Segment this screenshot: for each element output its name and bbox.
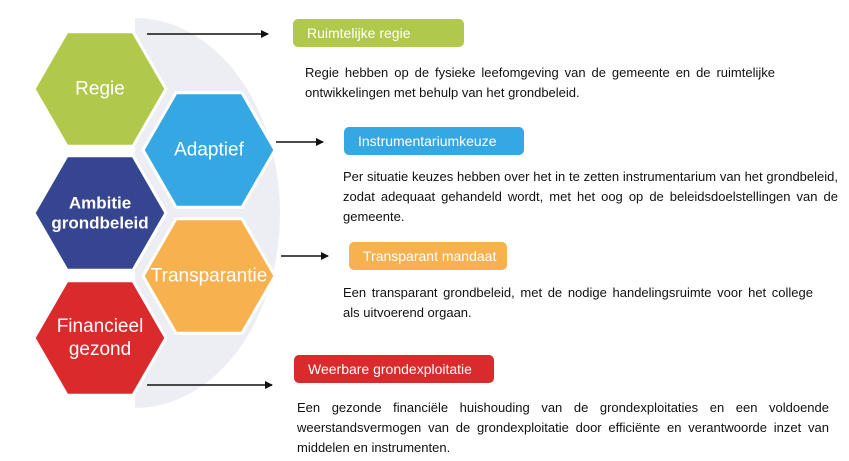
label-instrumentariumkeuze: Instrumentariumkeuze bbox=[344, 127, 524, 155]
hexagon-regie bbox=[32, 30, 168, 148]
description-ruimtelijke-regie: Regie hebben op de fysieke leefomgeving … bbox=[305, 65, 775, 100]
description-instrumentariumkeuze: Per situatie keuzes hebben over het in t… bbox=[343, 169, 838, 224]
hexagon-transparantie bbox=[141, 217, 277, 335]
hexagon-label-ambitie-grondbeleid: Ambitie bbox=[69, 193, 131, 212]
arrow-group bbox=[147, 30, 329, 389]
label-ruimtelijke-regie: Ruimtelijke regie bbox=[293, 19, 464, 47]
hexagon-adaptief bbox=[141, 91, 277, 209]
hexagon-label-adaptief: Adaptief bbox=[174, 140, 244, 161]
hexagon-label-financieel-gezond: Financieel bbox=[57, 316, 144, 337]
hexagon-ambitie-grondbeleid bbox=[32, 154, 168, 272]
hexagon-label-transparantie: Transparantie bbox=[151, 266, 268, 287]
description-weerbare-grondexploitatie: Een gezonde financiële huishouding van d… bbox=[297, 400, 829, 455]
hexagon-label-regie: Regie bbox=[75, 79, 125, 100]
hexagon-label-ambitie-grondbeleid: grondbeleid bbox=[51, 214, 148, 233]
label-transparant-mandaat: Transparant mandaat bbox=[349, 242, 507, 270]
label-weerbare-grondexploitatie: Weerbare grondexploitatie bbox=[294, 355, 494, 383]
hexagon-label-financieel-gezond: gezond bbox=[69, 339, 131, 360]
description-transparant-mandaat: Een transparant grondbeleid, met de nodi… bbox=[343, 285, 813, 320]
hexagon-financieel-gezond bbox=[32, 279, 168, 397]
